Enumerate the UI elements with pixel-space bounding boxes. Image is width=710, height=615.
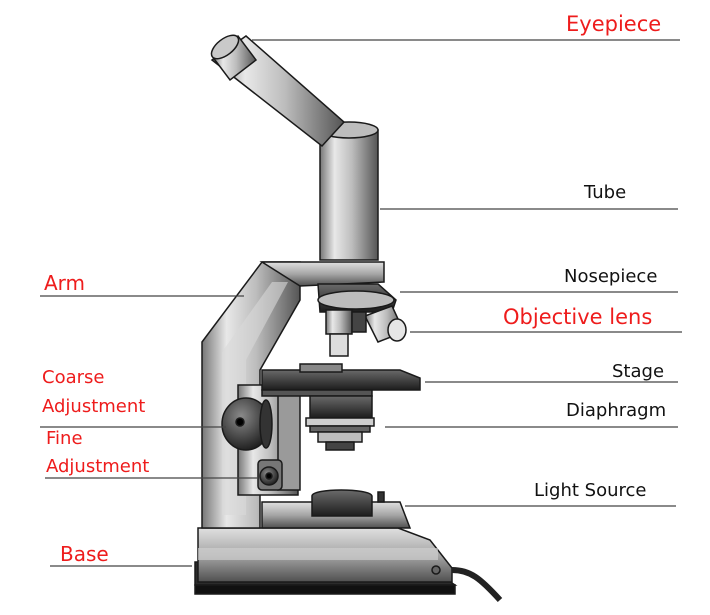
label-diaphragm: Diaphragm bbox=[566, 400, 667, 421]
head-part bbox=[259, 261, 385, 287]
eyepiece-part bbox=[210, 34, 258, 82]
label-nosepiece: Nosepiece bbox=[564, 266, 658, 287]
label-fine-adjustment-line2: Adjustment bbox=[46, 456, 150, 477]
leader-lines bbox=[40, 39, 682, 567]
microscope-illustration bbox=[194, 34, 503, 603]
label-stage: Stage bbox=[612, 361, 665, 382]
diaphragm-part bbox=[305, 395, 375, 451]
label-tube: Tube bbox=[584, 182, 627, 203]
label-arm: Arm bbox=[44, 271, 86, 295]
light-source-part bbox=[261, 489, 412, 529]
label-fine-adjustment-line1: Fine bbox=[46, 428, 83, 449]
label-coarse-adjustment-line1: Coarse bbox=[42, 367, 105, 388]
label-light-source: Light Source bbox=[534, 480, 647, 501]
base-part bbox=[194, 527, 503, 603]
label-eyepiece: Eyepiece bbox=[566, 12, 662, 36]
stage-part bbox=[261, 363, 421, 397]
coarse-adjustment-knob bbox=[221, 397, 273, 451]
objective-lens-part bbox=[325, 305, 407, 357]
label-objective-lens: Objective lens bbox=[503, 305, 653, 329]
label-base: Base bbox=[60, 542, 109, 566]
nosepiece-part bbox=[317, 283, 397, 313]
fine-adjustment-knob bbox=[257, 459, 283, 491]
label-coarse-adjustment-line2: Adjustment bbox=[42, 396, 146, 417]
